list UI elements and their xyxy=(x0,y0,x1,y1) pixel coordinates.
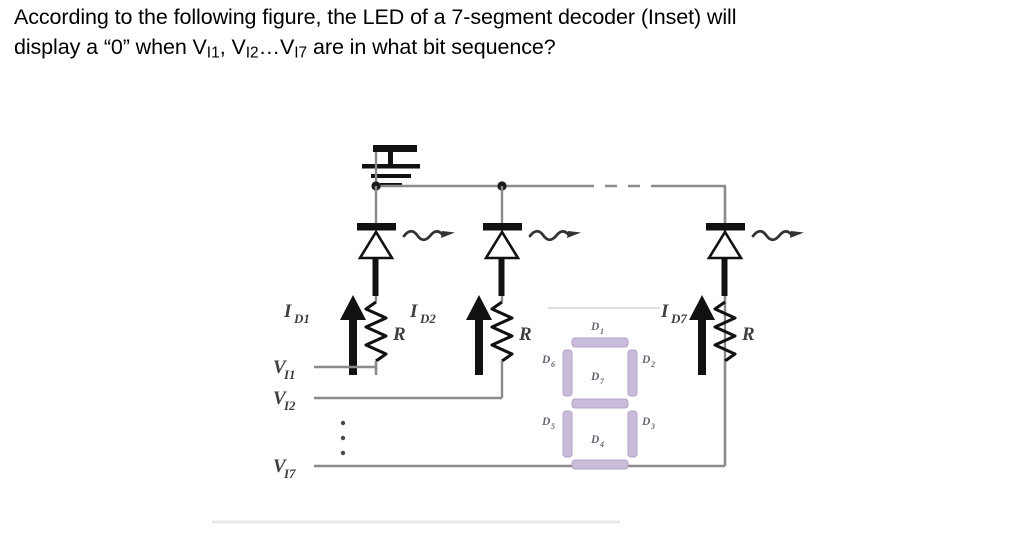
segment-D5-sub: 5 xyxy=(551,422,555,431)
led-7-cathode-bar xyxy=(706,223,745,231)
ground-stem xyxy=(388,152,393,164)
current-7-sublabel: D7 xyxy=(670,311,687,326)
segment-D4 xyxy=(571,459,629,470)
ground-bar-2 xyxy=(371,174,411,178)
input-1-label: V xyxy=(273,357,287,378)
segment-D5-label: D xyxy=(541,416,551,428)
light-emission-arrow-1 xyxy=(441,231,455,238)
current-2-sublabel: D2 xyxy=(419,311,436,326)
resistor-1: R xyxy=(364,296,406,375)
light-emission-arrow-7 xyxy=(790,231,804,238)
segment-D6 xyxy=(562,349,573,397)
resistor-1-zigzag xyxy=(364,300,388,363)
led-1-anode-lead xyxy=(372,258,379,296)
segment-D3 xyxy=(627,410,638,458)
current-arrow-7-head xyxy=(689,295,715,320)
current-7-label: I xyxy=(660,301,669,322)
segment-D4-sub: 4 xyxy=(599,440,604,449)
input-2-label: V xyxy=(273,388,287,409)
current-1-sublabel: D1 xyxy=(293,311,310,326)
circuit-diagram-svg: .wire { stroke:#8a8a8a; stroke-width:2.4… xyxy=(212,145,804,524)
current-arrow-1-shaft xyxy=(349,310,357,375)
led-2-anode-triangle xyxy=(483,229,521,260)
branch-2: R I D2 xyxy=(409,186,581,398)
input-2-sublabel: I2 xyxy=(283,398,296,413)
ground-stub xyxy=(373,145,417,152)
question-line-2-part-b: , V xyxy=(219,35,246,59)
segment-D3-label: D xyxy=(641,416,651,428)
current-arrow-7-shaft xyxy=(698,310,706,375)
current-arrow-2-shaft xyxy=(475,310,483,375)
segment-D3-sub: 3 xyxy=(650,422,655,431)
resistor-7-zigzag xyxy=(713,300,737,363)
question-line-2-part-a: display a “0” when V xyxy=(14,35,207,59)
subscript-i2: I2 xyxy=(245,44,259,62)
segment-D6-sub: 6 xyxy=(551,360,555,369)
branch-1: R I D1 xyxy=(283,186,455,375)
segment-D1 xyxy=(571,337,629,348)
branch-7: R I D7 xyxy=(660,186,804,466)
question-line-1: According to the following figure, the L… xyxy=(14,2,1014,32)
resistor-2: R xyxy=(490,296,532,398)
input-7-label: V xyxy=(273,456,287,477)
light-emission-arrow-2 xyxy=(567,231,581,238)
segment-D2-sub: 2 xyxy=(650,360,655,369)
light-emission-wave-7 xyxy=(751,229,793,242)
input-ellipsis xyxy=(340,420,346,456)
segment-D1-sub: 1 xyxy=(600,327,604,336)
segment-D2-label: D xyxy=(641,354,651,366)
question-line-1-text: According to the following figure, the L… xyxy=(14,5,737,29)
current-arrow-1-head xyxy=(340,295,366,320)
led-7-anode-lead xyxy=(721,258,728,296)
input-1-sublabel: I1 xyxy=(283,367,296,382)
input-lines: V I1 V I2 V I7 xyxy=(273,357,725,481)
question-prompt: According to the following figure, the L… xyxy=(14,2,1014,68)
segment-D7-label: D xyxy=(590,371,600,383)
segment-D2 xyxy=(627,349,638,397)
segment-D7-sub: 7 xyxy=(600,377,605,386)
current-arrow-7 xyxy=(689,295,715,375)
ellipsis-dot-2 xyxy=(340,435,346,441)
segment-D5 xyxy=(562,410,573,458)
resistor-2-label: R xyxy=(518,324,532,345)
ground-symbol xyxy=(362,145,420,187)
segment-D1-label: D xyxy=(590,321,600,333)
input-7-sublabel: I7 xyxy=(283,466,296,481)
resistor-7: R xyxy=(713,296,755,466)
ground-bar-1 xyxy=(362,164,420,169)
current-1-label: I xyxy=(283,301,292,322)
question-line-2: display a “0” when VI1, VI2…VI7 are in w… xyxy=(14,32,1014,68)
led-1-cathode-bar xyxy=(357,223,396,231)
resistor-1-label: R xyxy=(392,324,406,345)
led-2-anode-lead xyxy=(498,258,505,296)
subscript-i7: I7 xyxy=(294,44,308,62)
ellipsis-dot-3 xyxy=(340,450,346,456)
segment-D6-label: D xyxy=(541,354,551,366)
led-7 xyxy=(706,223,804,296)
current-arrow-1 xyxy=(340,295,366,375)
ellipsis-dot-1 xyxy=(340,420,346,426)
led-1 xyxy=(357,223,455,296)
question-line-2-part-c: …V xyxy=(258,35,295,59)
led-1-anode-triangle xyxy=(357,229,395,260)
led-2 xyxy=(483,223,581,296)
ground-bar-3 xyxy=(380,183,402,187)
current-arrow-2-head xyxy=(466,295,492,320)
current-2-label: I xyxy=(409,301,418,322)
resistor-2-zigzag xyxy=(490,300,514,363)
circuit-figure: .wire { stroke:#8a8a8a; stroke-width:2.4… xyxy=(0,95,1024,551)
input-line-1-wire xyxy=(314,361,378,369)
led-7-anode-triangle xyxy=(706,229,744,260)
seven-segment-display-inset: D 1 D 6 D 2 D 7 D 5 D 3 D 4 xyxy=(541,307,660,470)
resistor-7-label: R xyxy=(741,324,755,345)
segment-D7 xyxy=(571,398,629,409)
led-2-cathode-bar xyxy=(483,223,522,231)
light-emission-wave-1 xyxy=(402,229,444,242)
subscript-i1: I1 xyxy=(206,44,220,62)
light-emission-wave-2 xyxy=(528,229,570,242)
current-arrow-2 xyxy=(466,295,492,375)
question-line-2-part-d: are in what bit sequence? xyxy=(307,35,556,59)
segment-D4-label: D xyxy=(590,434,600,446)
